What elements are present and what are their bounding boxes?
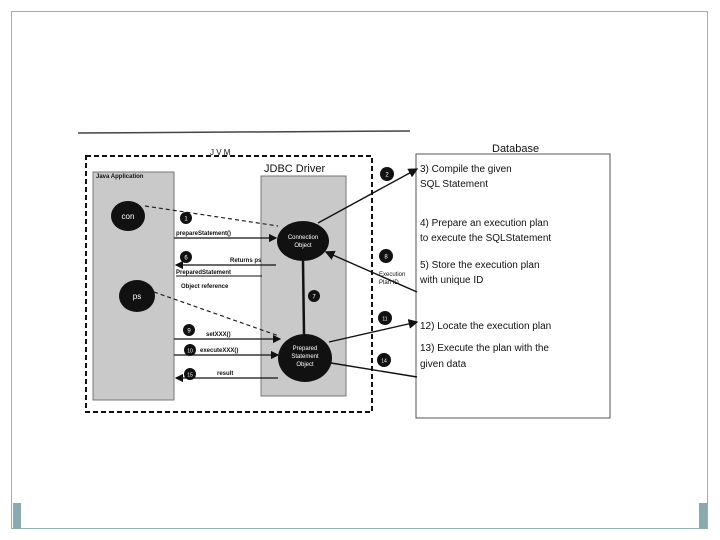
db-step-compile-line2: SQL Statement <box>420 179 488 190</box>
svg-text:10: 10 <box>187 349 193 355</box>
step-badge: 14 <box>377 353 391 367</box>
java-app-label: Java Application <box>96 174 144 180</box>
svg-text:6: 6 <box>184 256 188 262</box>
prepared-statement-label-line1: Prepared <box>293 346 318 352</box>
slide-corner-bar-right <box>699 503 707 529</box>
connection-object-label-line2: Object <box>294 243 312 249</box>
jvm-boundary <box>85 155 373 413</box>
svg-text:2: 2 <box>385 173 389 179</box>
slide-frame <box>11 11 708 529</box>
svg-text:7: 7 <box>312 295 316 301</box>
db-step-store-line1: 5) Store the execution plan <box>420 260 540 271</box>
step-badge: 7 <box>308 290 320 302</box>
set-xxx-label: setXXX() <box>206 332 231 338</box>
svg-text:9: 9 <box>187 329 191 335</box>
ps-object-reference-line2: Object reference <box>181 284 229 290</box>
top-rule <box>77 130 411 134</box>
connection-to-ps-line <box>301 260 306 335</box>
svg-text:8: 8 <box>384 255 388 261</box>
con-node-label: con <box>122 212 135 221</box>
jdbc-driver-label: JDBC Driver <box>264 163 325 175</box>
db-step-execute-line1: 13) Execute the plan with the <box>420 343 549 354</box>
ps-node <box>119 280 155 312</box>
step-badge: 6 <box>180 251 192 263</box>
result-label: result <box>217 371 233 377</box>
ps-to-locate-line <box>328 319 419 343</box>
prepared-statement-label-line2: Statement <box>291 354 319 360</box>
ps-to-execute-line <box>330 362 418 378</box>
db-step-locate-line1: 12) Locate the execution plan <box>420 321 551 332</box>
svg-text:14: 14 <box>381 359 387 365</box>
execution-plan-id-line1: Execution <box>379 272 405 278</box>
prepare-statement-label: prepareStatement() <box>176 231 231 237</box>
step-badge: 9 <box>183 324 195 336</box>
jvm-label: J V M <box>210 148 231 157</box>
db-step-compile-line1: 3) Compile the given <box>420 164 512 175</box>
connection-object-label-line1: Connection <box>288 235 318 241</box>
database-box <box>415 153 611 419</box>
con-node <box>111 201 145 231</box>
step-badge: 2 <box>380 167 394 181</box>
svg-text:11: 11 <box>382 317 387 323</box>
db-step-execute-line2: given data <box>420 359 467 370</box>
ps-node-label: ps <box>133 292 141 301</box>
returns-ps-label: Returns ps <box>230 258 262 264</box>
step-badge: 1 <box>180 212 192 224</box>
db-step-prepare-line1: 4) Prepare an execution plan <box>420 218 548 229</box>
step-badge: 10 <box>184 344 196 356</box>
svg-text:1: 1 <box>184 217 188 223</box>
con-reference-dashed <box>144 205 279 227</box>
db-step-prepare-line2: to execute the SQLStatement <box>420 233 551 244</box>
db-step-store-line2: with unique ID <box>419 275 483 286</box>
connection-object-node <box>277 221 329 261</box>
step-badge: 11 <box>378 311 392 325</box>
prepared-statement-label-line3: Object <box>296 362 314 368</box>
ps-object-reference-line1: PreparedStatement <box>176 270 231 276</box>
plan-id-return-line <box>324 250 418 293</box>
ps-reference-dashed <box>153 291 280 337</box>
connection-to-compile-line <box>317 168 419 224</box>
execution-plan-id-line2: Plan ID <box>379 280 399 286</box>
prepared-statement-node <box>278 334 332 382</box>
database-label: Database <box>492 143 539 155</box>
svg-text:15: 15 <box>187 373 193 379</box>
execute-xxx-label: executeXXX() <box>200 348 238 354</box>
step-badge: 15 <box>184 368 196 380</box>
slide-corner-bar-left <box>13 503 21 529</box>
step-badge: 8 <box>379 249 393 263</box>
